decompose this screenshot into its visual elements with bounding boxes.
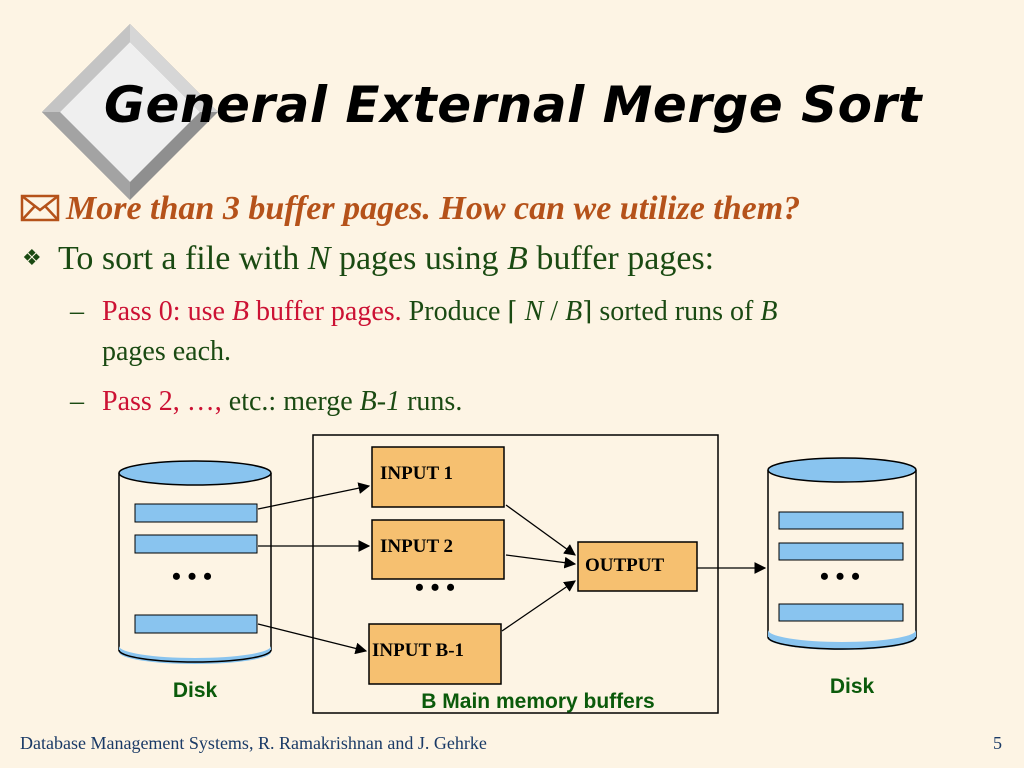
left-disk-icon bbox=[118, 460, 272, 664]
var-b: B bbox=[565, 296, 583, 327]
input2-buffer bbox=[371, 519, 505, 580]
var-n: N bbox=[307, 240, 331, 277]
envelope-icon bbox=[20, 194, 60, 222]
ceil-right: ⌉ bbox=[582, 297, 593, 326]
right-disk-icon bbox=[767, 457, 917, 650]
inputb1-label: INPUT B-1 bbox=[372, 640, 464, 661]
disk-page bbox=[778, 511, 904, 530]
disk-page bbox=[134, 614, 258, 634]
diamond-bullet-icon: ❖ bbox=[22, 245, 42, 270]
text-span: Pass 2, …, bbox=[102, 386, 222, 417]
buffers-caption: B Main memory buffers bbox=[421, 690, 654, 713]
var-b-minus-1: B-1 bbox=[359, 386, 401, 417]
var-n: N bbox=[517, 296, 544, 327]
arrow-input1-to-output bbox=[505, 504, 576, 556]
text-span: Pass 0: use bbox=[102, 296, 232, 327]
left-disk-ellipsis: • • • bbox=[172, 562, 212, 591]
arrow-disk-to-inputb1 bbox=[257, 623, 368, 655]
pass2-item: –Pass 2, …, etc.: merge B-1 runs. bbox=[70, 386, 462, 418]
intro-text: More than 3 buffer pages. How can we uti… bbox=[66, 190, 801, 227]
text-span: sorted runs of bbox=[592, 296, 761, 327]
text-span: pages using bbox=[330, 240, 508, 277]
var-b: B bbox=[507, 240, 528, 277]
slide-title: General External Merge Sort bbox=[104, 76, 923, 134]
intro-line: More than 3 buffer pages. How can we uti… bbox=[20, 190, 800, 228]
arrow-input2-to-output bbox=[505, 554, 577, 569]
text-span: Produce bbox=[401, 296, 508, 327]
input1-label: INPUT 1 bbox=[380, 463, 453, 484]
input2-label: INPUT 2 bbox=[380, 536, 453, 557]
footer-credit: Database Management Systems, R. Ramakris… bbox=[20, 733, 487, 753]
dash-marker: – bbox=[70, 296, 84, 327]
slash: / bbox=[543, 296, 566, 327]
text-span: runs bbox=[400, 386, 456, 417]
pass0-item: –Pass 0: use B buffer pages. Produce ⌈ N… bbox=[70, 296, 777, 328]
period: . bbox=[455, 386, 463, 417]
left-disk-label: Disk bbox=[173, 679, 218, 702]
pass0-continuation: pages each. bbox=[102, 336, 232, 367]
dash-marker: – bbox=[70, 386, 84, 417]
decorative-diamond bbox=[40, 22, 220, 202]
disk-page bbox=[778, 603, 904, 622]
output-label: OUTPUT bbox=[585, 555, 665, 576]
page-number: 5 bbox=[993, 733, 1002, 753]
arrow-disk-to-input1 bbox=[257, 482, 371, 510]
arrow-inputb1-to-output bbox=[501, 580, 576, 632]
right-disk-ellipsis: • • • bbox=[820, 562, 860, 591]
text-span: buffer pages. bbox=[249, 296, 402, 327]
text-span: To sort a file with bbox=[58, 240, 308, 277]
disk-page bbox=[134, 503, 258, 523]
disk-page bbox=[134, 534, 258, 554]
text-span: buffer pages: bbox=[527, 240, 715, 277]
var-b: B bbox=[231, 296, 250, 327]
disk-page bbox=[778, 542, 904, 561]
buffers-ellipsis: • • • bbox=[415, 573, 455, 602]
sort-file-bullet: ❖ To sort a file with N pages using B buf… bbox=[22, 240, 714, 278]
var-b: B bbox=[760, 296, 778, 327]
inputb1-buffer bbox=[368, 623, 502, 685]
output-buffer bbox=[577, 541, 698, 592]
memory-frame bbox=[312, 434, 719, 714]
input1-buffer bbox=[371, 446, 505, 508]
text-span: etc.: merge bbox=[221, 386, 360, 417]
ceil-left: ⌈ bbox=[507, 297, 518, 326]
right-disk-label: Disk bbox=[830, 675, 875, 698]
